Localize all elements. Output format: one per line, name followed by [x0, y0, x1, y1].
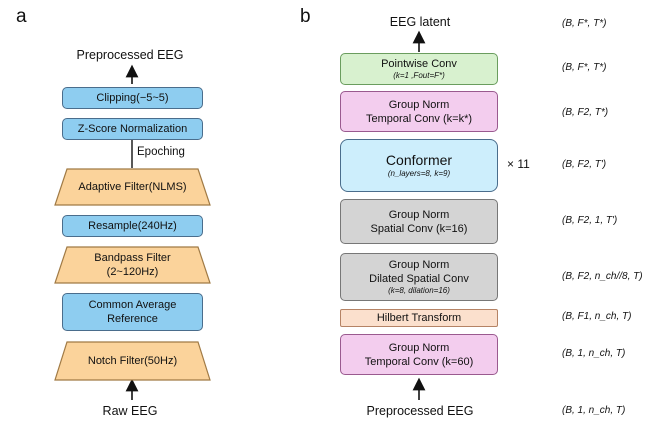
shape-input: (B, 1, n_ch, T)	[562, 405, 626, 416]
resample-label: Resample(240Hz)	[88, 220, 177, 232]
dilated-spatial-conv-label: Dilated Spatial Conv	[369, 273, 469, 285]
group-norm-label: Group Norm	[388, 259, 450, 271]
shape-gn-dilated: (B, F2, n_ch//8, T)	[562, 271, 643, 282]
shape-gn-temporal-bottom: (B, 1, n_ch, T)	[562, 348, 626, 359]
bandpass-filter-step: Bandpass Filter (2~120Hz)	[54, 246, 211, 284]
car-label-line2: Reference	[107, 313, 158, 325]
shape-conformer: (B, F2, T')	[562, 159, 607, 170]
conformer-block: Conformer (n_layers=8, k=9)	[340, 139, 498, 192]
pointwise-conv-params: (k=1 ,Fout=F*)	[393, 71, 445, 80]
spatial-conv-label: Spatial Conv (k=16)	[370, 222, 468, 235]
hilbert-transform-label: Hilbert Transform	[376, 312, 462, 324]
preprocessed-eeg-input-label: Preprocessed EEG	[366, 404, 474, 418]
shape-gn-temporal-top: (B, F2, T*)	[562, 107, 609, 118]
pointwise-conv-title: Pointwise Conv	[381, 58, 457, 70]
group-norm-label: Group Norm	[388, 208, 450, 221]
notch-filter-step: Notch Filter(50Hz)	[54, 341, 211, 381]
preprocessed-eeg-output-label: Preprocessed EEG	[76, 48, 184, 62]
conformer-params: (n_layers=8, k=9)	[387, 169, 451, 178]
conformer-repeat-label: × 11	[507, 157, 530, 171]
temporal-conv-label: Temporal Conv (k=k*)	[365, 112, 473, 125]
group-norm-dilated-spatial-conv-block: Group Norm Dilated Spatial Conv (k=8, di…	[340, 253, 498, 301]
car-label-line1: Common Average	[88, 299, 177, 311]
dilated-spatial-conv-params: (k=8, dilation=16)	[388, 286, 450, 295]
group-norm-label: Group Norm	[388, 98, 450, 111]
clipping-label: Clipping(−5~5)	[96, 92, 169, 104]
hilbert-transform-block: Hilbert Transform	[340, 309, 498, 327]
group-norm-temporal-conv-bottom-block: Group Norm Temporal Conv (k=60)	[340, 334, 498, 375]
zscore-step: Z-Score Normalization	[62, 118, 203, 140]
clipping-step: Clipping(−5~5)	[62, 87, 203, 109]
bandpass-filter-label: Bandpass Filter	[94, 252, 171, 264]
shape-pointwise: (B, F*, T*)	[562, 62, 607, 73]
pointwise-conv-block: Pointwise Conv (k=1 ,Fout=F*)	[340, 53, 498, 85]
shape-hilbert: (B, F1, n_ch, T)	[562, 311, 632, 322]
shape-latent: (B, F*, T*)	[562, 18, 607, 29]
notch-filter-label: Notch Filter(50Hz)	[87, 355, 178, 367]
conformer-title: Conformer	[385, 152, 453, 168]
adaptive-filter-step: Adaptive Filter(NLMS)	[54, 168, 211, 206]
temporal-conv-label: Temporal Conv (k=60)	[364, 355, 474, 368]
common-average-reference-step: Common Average Reference	[62, 293, 203, 331]
group-norm-temporal-conv-top-block: Group Norm Temporal Conv (k=k*)	[340, 91, 498, 132]
raw-eeg-input-label: Raw EEG	[102, 404, 158, 418]
panel-a-label: a	[16, 6, 27, 27]
resample-step: Resample(240Hz)	[62, 215, 203, 237]
adaptive-filter-label: Adaptive Filter(NLMS)	[78, 181, 187, 193]
panel-b-label: b	[300, 6, 311, 27]
shape-gn-spatial: (B, F2, 1, T')	[562, 215, 618, 226]
zscore-label: Z-Score Normalization	[77, 123, 188, 135]
epoching-label: Epoching	[137, 146, 185, 158]
eeg-latent-output-label: EEG latent	[389, 15, 451, 29]
group-norm-label: Group Norm	[388, 341, 450, 354]
group-norm-spatial-conv-block: Group Norm Spatial Conv (k=16)	[340, 199, 498, 244]
bandpass-range-label: (2~120Hz)	[106, 266, 159, 278]
